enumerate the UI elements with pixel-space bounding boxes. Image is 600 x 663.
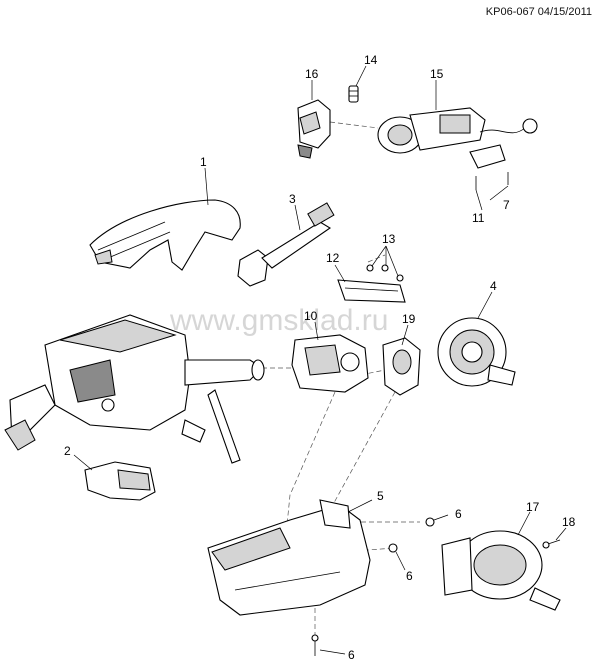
steering-column-body: [4, 314, 265, 464]
callout-6c: 6: [348, 648, 355, 662]
part-5-lower-trim-cover: [207, 499, 373, 616]
callout-11: 11: [472, 211, 485, 225]
part-12-mounting-bracket: [334, 264, 406, 303]
part-6-screws: [311, 514, 449, 656]
part-13-screws: [366, 245, 404, 282]
callout-18: 18: [562, 515, 576, 529]
watermark-text: www.gmsklad.ru: [169, 304, 388, 337]
part-7-bracket: [469, 144, 509, 211]
callout-10: 10: [304, 309, 318, 323]
callout-3: 3: [289, 192, 296, 206]
callout-12: 12: [326, 251, 340, 265]
part-15-lock-housing: [377, 80, 538, 154]
callout-7: 7: [503, 198, 510, 212]
callout-14: 14: [364, 53, 378, 67]
callout-2: 2: [64, 444, 71, 458]
part-3-wiper-switch: [237, 202, 335, 287]
part-2-multifunction-switch: [73, 454, 156, 501]
part-14-bulb: [348, 65, 367, 103]
callout-6a: 6: [455, 507, 462, 521]
callout-15: 15: [430, 67, 444, 81]
part-4-clock-spring: [437, 291, 516, 387]
part-19-sensor: [382, 324, 421, 396]
callout-6b: 6: [406, 569, 413, 583]
part-17-clock-spring-assembly: [441, 511, 561, 611]
callout-1: 1: [200, 155, 207, 169]
diagram-reference-code: KP06-067 04/15/2011: [485, 6, 592, 18]
callout-13: 13: [382, 232, 396, 246]
part-1-upper-trim-cover: [89, 167, 241, 271]
callout-17: 17: [526, 500, 540, 514]
callout-16: 16: [305, 67, 319, 81]
callout-4: 4: [490, 279, 497, 293]
part-18-screw: [542, 527, 567, 549]
callout-19: 19: [402, 312, 416, 326]
part-16-ignition-switch: [297, 80, 331, 159]
callout-5: 5: [377, 489, 384, 503]
part-10-control-module: [291, 321, 369, 393]
callout-labels: 1 2 3 4 5 6 6 6 7 10 11 12 13 14 15 16 1…: [64, 53, 576, 662]
